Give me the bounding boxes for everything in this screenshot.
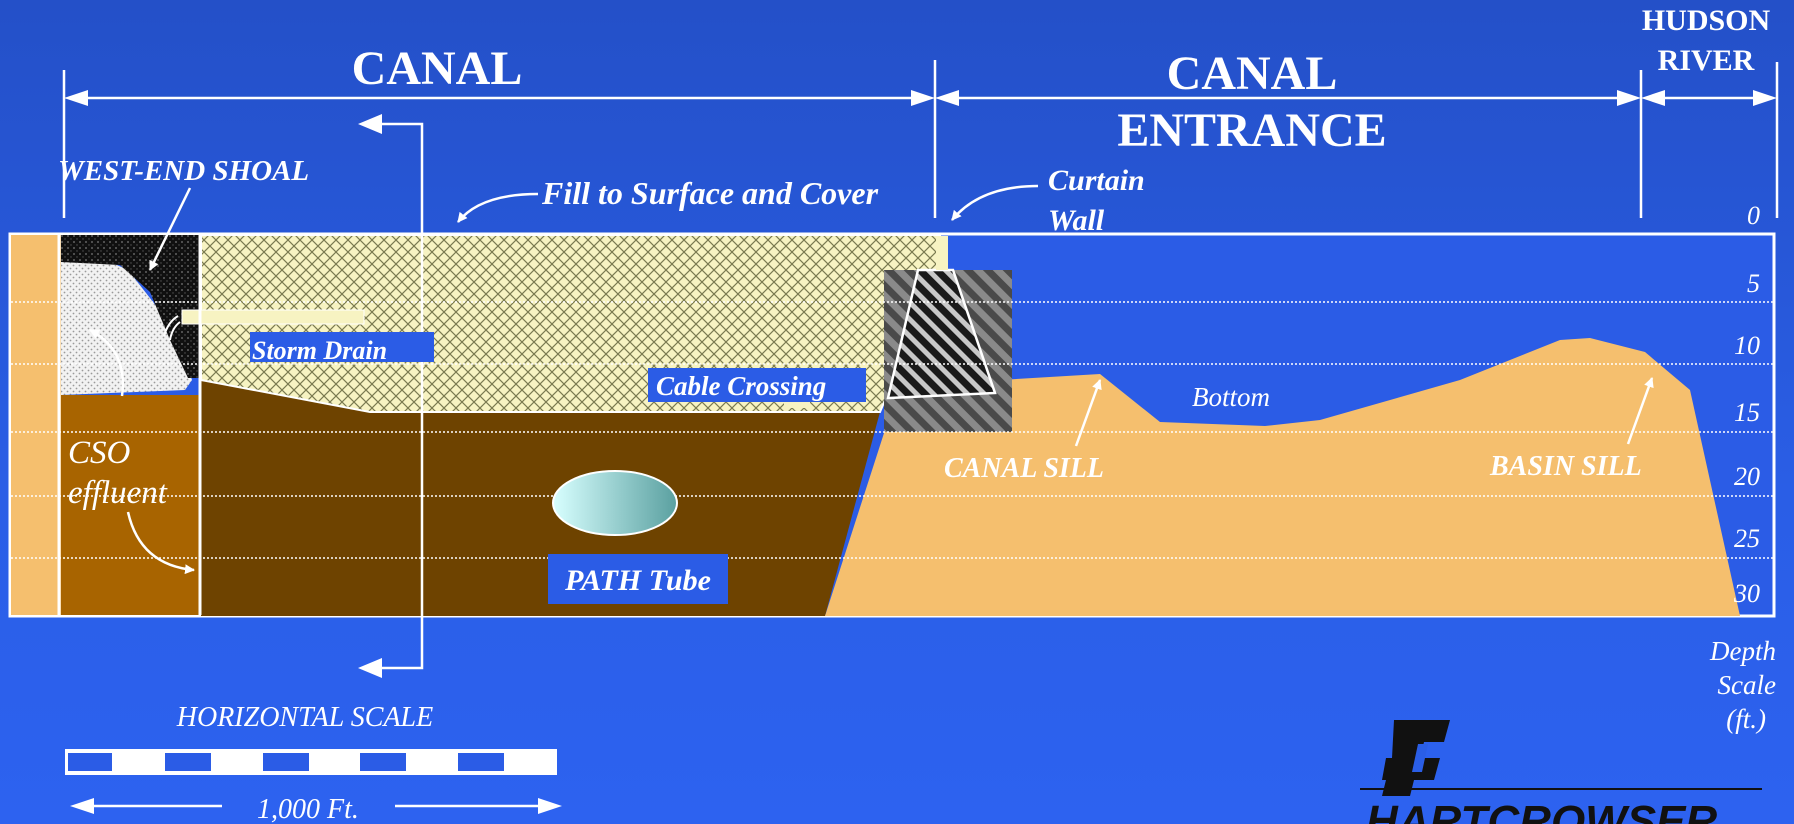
section-title-hudson-2: RIVER <box>1658 44 1755 77</box>
left-sand-strip <box>11 235 61 615</box>
section-title-canal-entrance-1: CANAL <box>1167 47 1338 100</box>
hartcrowser-logo: HARTCROWSER <box>1360 720 1762 824</box>
label-cso-1: CSO <box>68 435 131 471</box>
depth-caption-3: (ft.) <box>1726 704 1766 734</box>
label-fill-cover: Fill to Surface and Cover <box>541 175 879 211</box>
label-storm-drain: Storm Drain <box>252 336 387 365</box>
label-canal-sill: CANAL SILL <box>944 453 1104 484</box>
label-cable-crossing: Cable Crossing <box>656 371 826 401</box>
label-path-tube: PATH Tube <box>564 564 711 597</box>
curtain-wall-top <box>936 236 948 270</box>
section-title-canal: CANAL <box>352 42 523 95</box>
storm-drain-pipe <box>181 309 365 325</box>
profile-line <box>358 114 424 678</box>
depth-tick: 10 <box>1734 331 1760 360</box>
depth-scale: 0 5 10 15 20 25 30 Depth Scale (ft.) <box>1709 201 1776 734</box>
label-cso-2: effluent <box>68 475 168 511</box>
dimension-lines <box>62 60 1779 218</box>
scale-bar <box>65 749 557 775</box>
label-bottom: Bottom <box>1192 382 1270 412</box>
depth-tick: 20 <box>1734 462 1760 491</box>
label-curtain-2: Wall <box>1048 204 1105 237</box>
horizontal-scale: HORIZONTAL SCALE 1,000 Ft. <box>65 702 562 824</box>
horizontal-scale-title: HORIZONTAL SCALE <box>176 702 433 733</box>
cable-crossing-label-box <box>648 368 866 402</box>
section-title-hudson-1: HUDSON <box>1642 4 1771 37</box>
west-end-shoal <box>61 235 200 378</box>
label-west-end-shoal: WEST-END SHOAL <box>58 155 309 187</box>
storm-drain-label-box <box>250 332 434 362</box>
canal-sediment <box>201 380 880 616</box>
depth-caption-1: Depth <box>1709 636 1776 666</box>
depth-tick: 30 <box>1733 579 1760 608</box>
depth-tick: 0 <box>1747 201 1760 230</box>
depth-tick: 25 <box>1734 524 1760 553</box>
logo-wordmark: HARTCROWSER <box>1366 797 1717 824</box>
depth-gridlines <box>11 301 1773 559</box>
cross-section-box <box>8 232 1776 618</box>
depth-tick: 15 <box>1734 398 1760 427</box>
horizontal-scale-distance: 1,000 Ft. <box>257 794 359 824</box>
path-tube <box>552 470 678 536</box>
cable-marker <box>784 400 810 408</box>
label-basin-sill: BASIN SILL <box>1489 451 1642 482</box>
cso-deposit <box>61 262 192 395</box>
depth-tick: 5 <box>1747 269 1760 298</box>
label-curtain-1: Curtain <box>1048 164 1145 197</box>
path-tube-label-box <box>548 554 728 604</box>
depth-caption-2: Scale <box>1718 670 1776 700</box>
canal-entrance-sediment <box>825 338 1740 616</box>
section-title-canal-entrance-2: ENTRANCE <box>1117 104 1386 157</box>
